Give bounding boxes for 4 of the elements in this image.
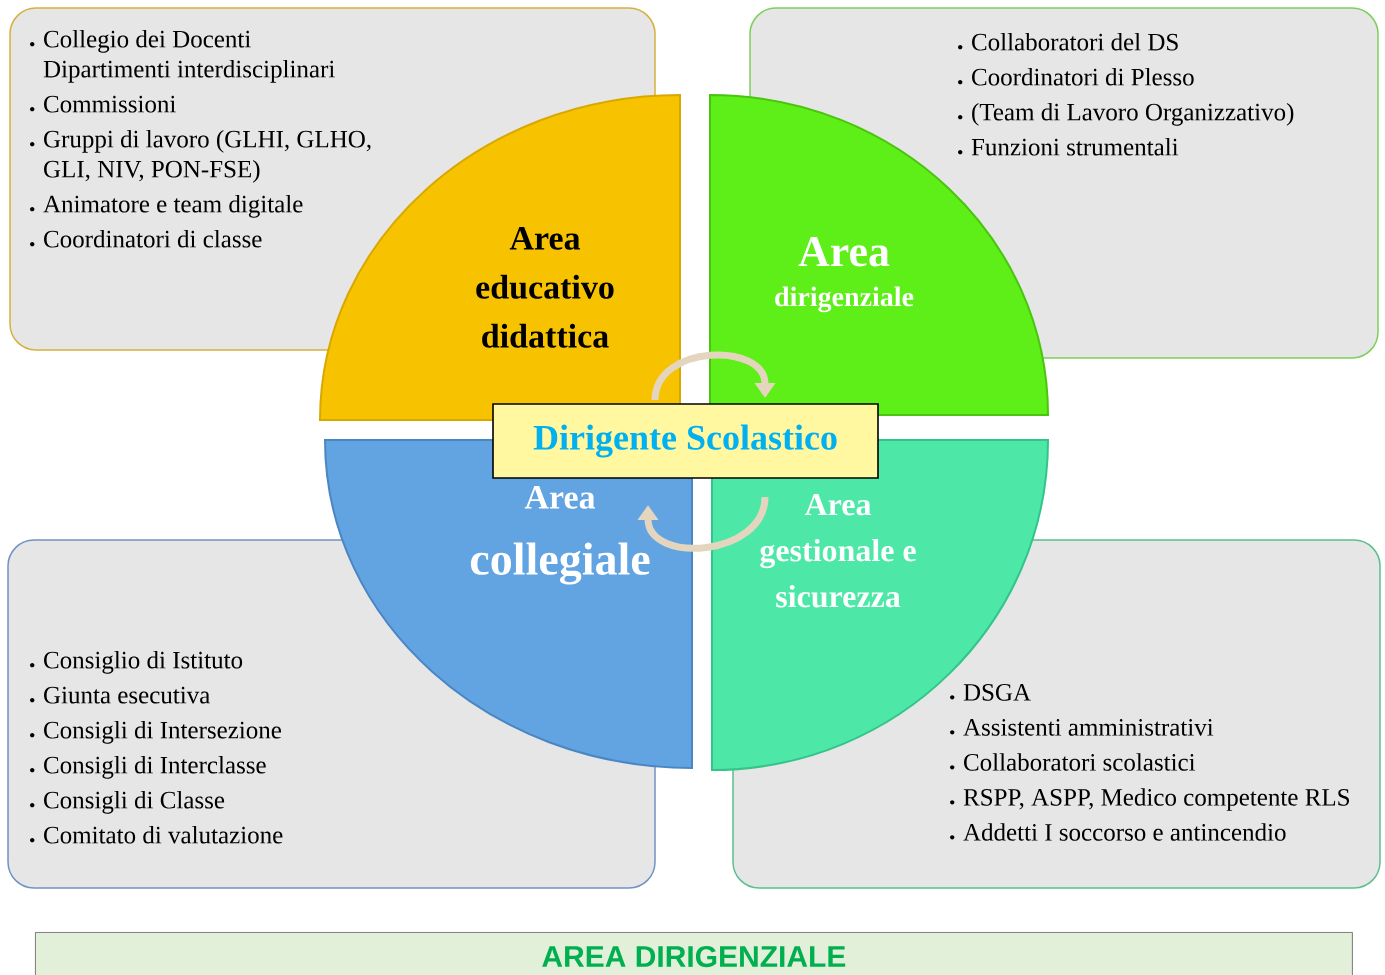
title-box: Dirigente Scolastico xyxy=(492,403,879,479)
cycle-arrow xyxy=(651,351,776,401)
banner: AREA DIRIGENZIALE xyxy=(35,932,1353,975)
cycle-arrow xyxy=(637,496,769,552)
